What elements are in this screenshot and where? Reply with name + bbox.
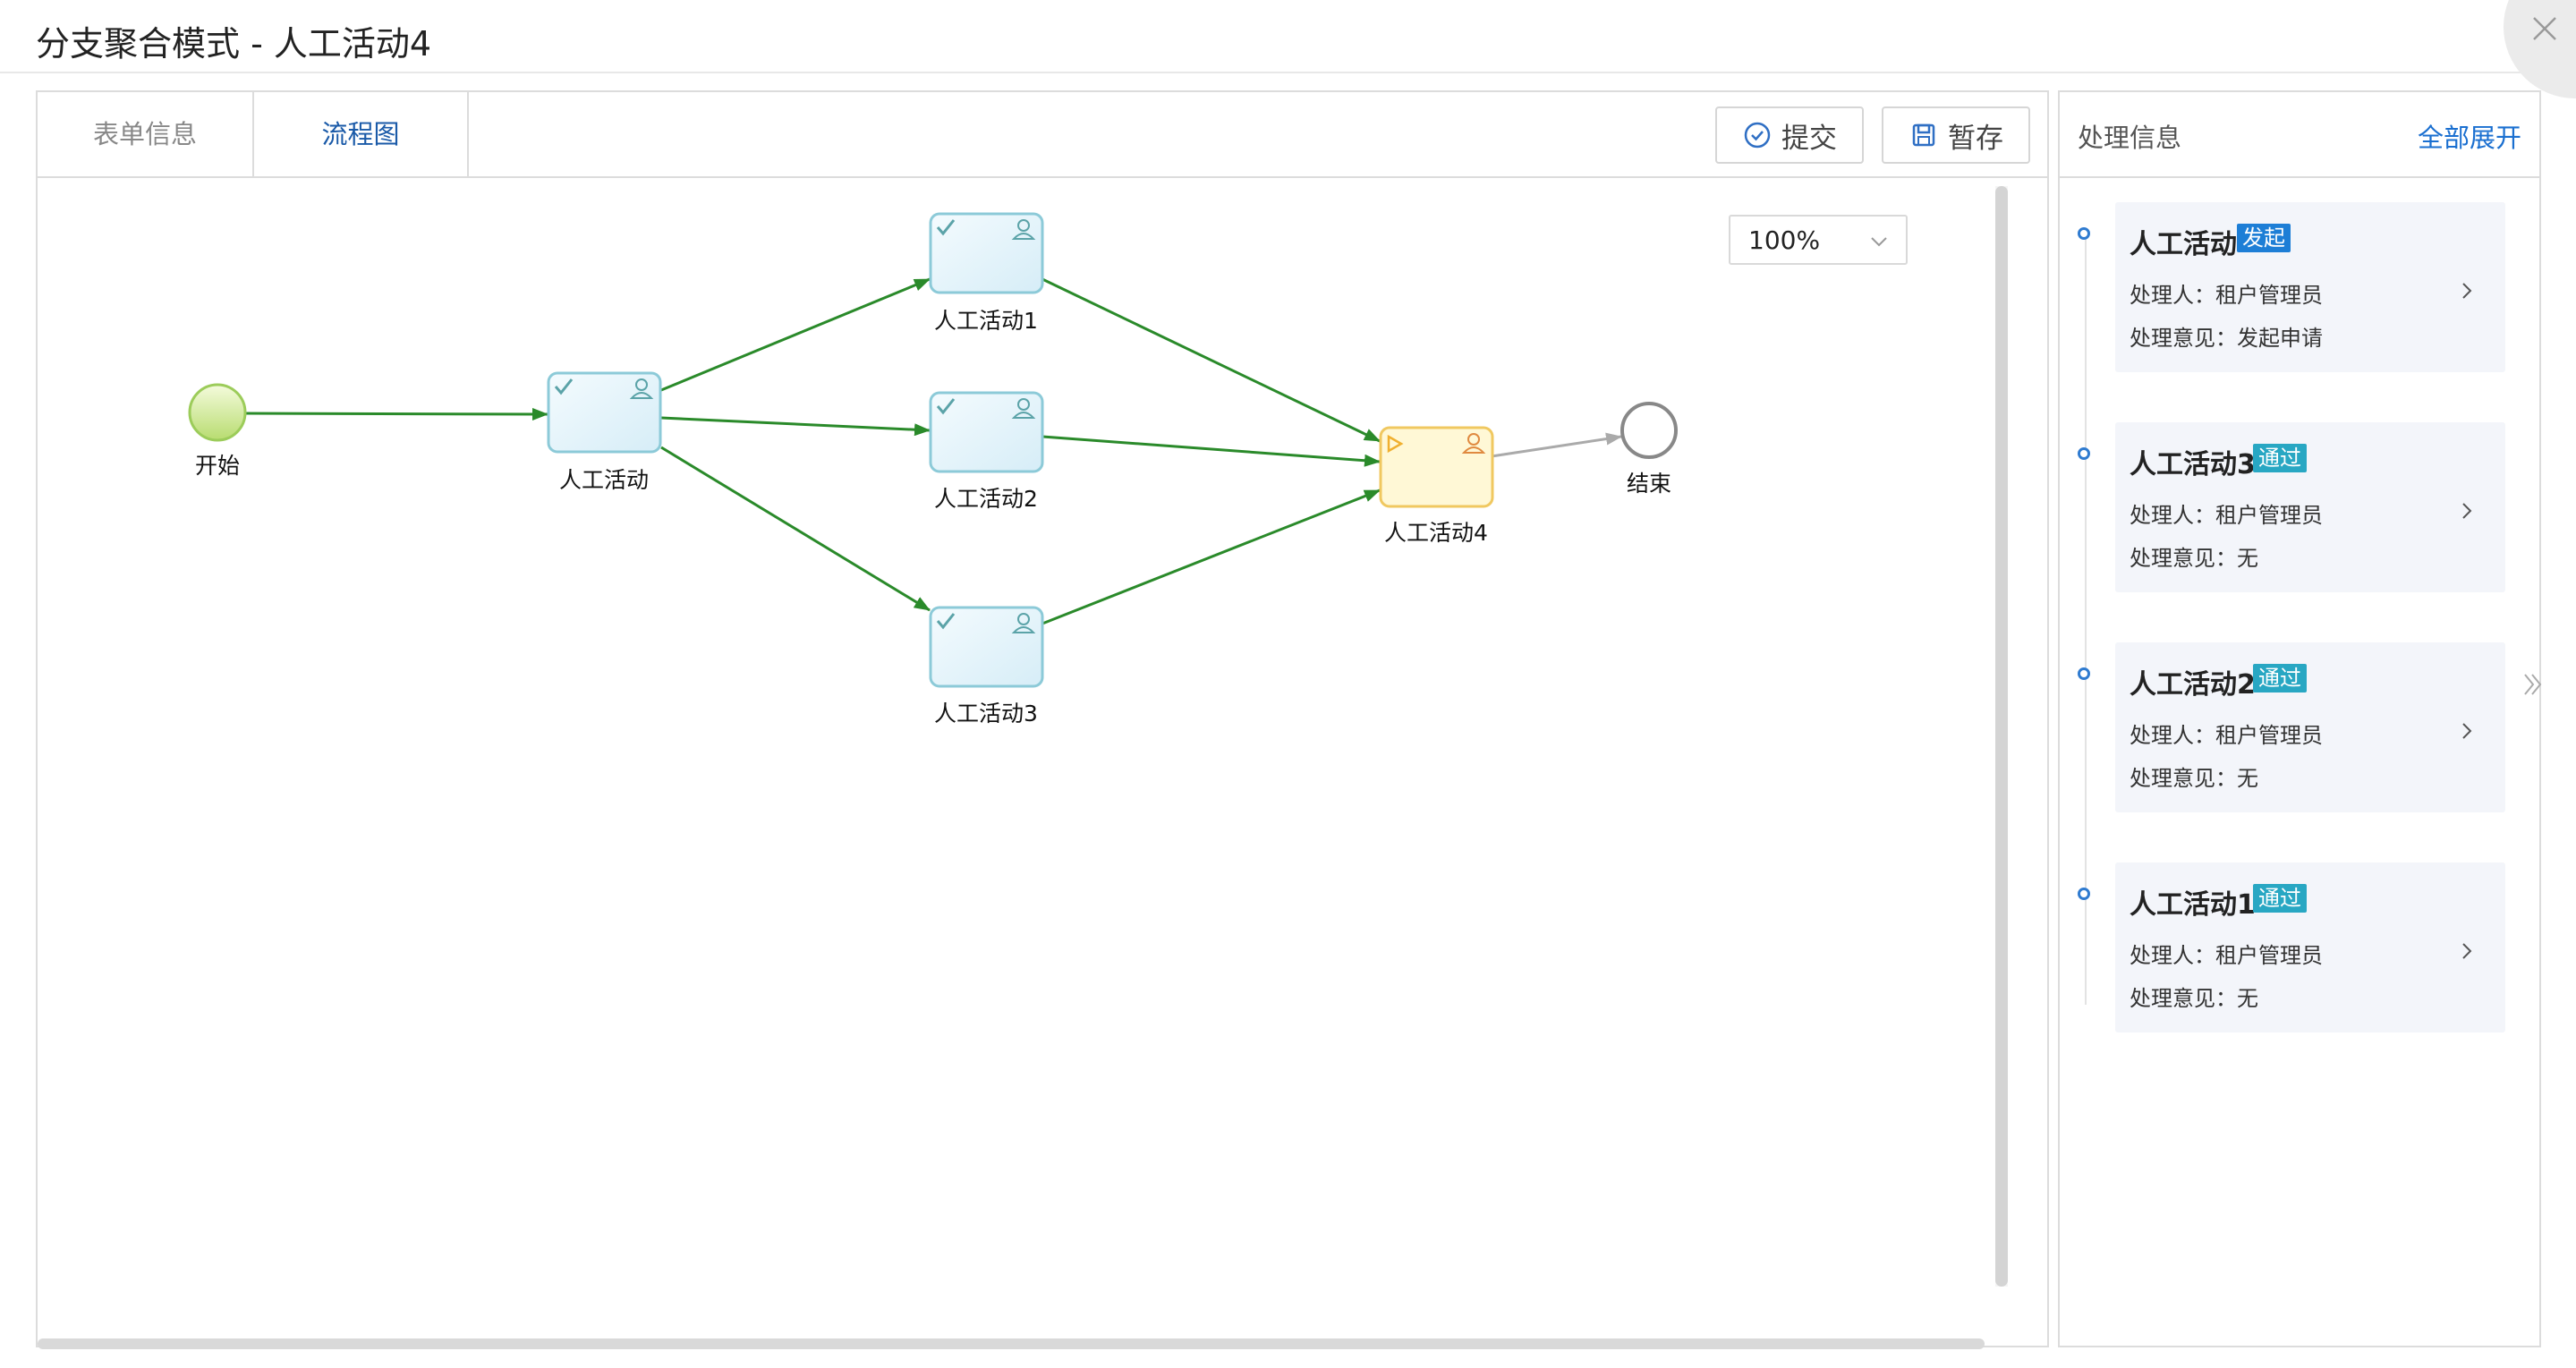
- card-title: 人工活动: [2130, 229, 2237, 260]
- flow-edge-a3-a4: [1041, 489, 1381, 625]
- tab-flow-chart[interactable]: 流程图: [254, 92, 469, 176]
- tab-bar: 表单信息 流程图 提交 暂存: [38, 92, 2047, 178]
- timeline-dot: [2078, 227, 2090, 240]
- card-opinion: 处理意见：无: [2130, 766, 2258, 791]
- expand-all-link[interactable]: 全部展开: [2417, 123, 2521, 153]
- save-label: 暂存: [1948, 122, 2003, 155]
- flow-edge-a0-a1: [660, 277, 931, 392]
- chevron-right-icon[interactable]: [2457, 501, 2477, 521]
- status-badge: 通过: [2253, 444, 2307, 472]
- horizontal-scrollbar[interactable]: [38, 1338, 1985, 1349]
- flow-label-start: 开始: [195, 453, 240, 479]
- side-title: 处理信息: [2078, 123, 2182, 153]
- dialog-title: 分支聚合模式 - 人工活动4: [36, 24, 432, 64]
- status-badge: 发起: [2237, 224, 2291, 252]
- user-icon: [1011, 398, 1036, 419]
- flow-edge-a2-a4: [1041, 435, 1381, 467]
- close-icon[interactable]: [2525, 9, 2564, 48]
- card-handler: 处理人：租户管理员: [2130, 283, 2323, 308]
- submit-button[interactable]: 提交: [1715, 106, 1864, 164]
- flow-edge-a1-a4: [1041, 277, 1381, 443]
- user-icon: [1011, 613, 1036, 633]
- flow-edge-a4-end: [1491, 432, 1622, 458]
- flow-node-a0[interactable]: [547, 371, 662, 454]
- check-icon: [936, 613, 956, 630]
- side-header: 处理信息 全部展开: [2060, 92, 2539, 178]
- card-title: 人工活动3: [2130, 449, 2256, 480]
- play-icon: [1387, 434, 1404, 454]
- user-icon: [1461, 433, 1486, 454]
- flow-edge-a0-a3: [660, 446, 931, 612]
- tab-form-info[interactable]: 表单信息: [38, 92, 254, 176]
- flow-node-a4-current[interactable]: [1379, 426, 1494, 508]
- user-icon: [629, 378, 654, 399]
- flow-label-end: 结束: [1627, 471, 1671, 497]
- card-title: 人工活动2: [2130, 669, 2256, 701]
- submit-label: 提交: [1781, 122, 1837, 155]
- status-badge: 通过: [2253, 664, 2307, 692]
- flow-label-a2: 人工活动2: [934, 486, 1038, 512]
- save-icon: [1912, 123, 1935, 147]
- chevron-right-icon[interactable]: [2457, 721, 2477, 741]
- card-handler: 处理人：租户管理员: [2130, 723, 2323, 748]
- flow-label-a1: 人工活动1: [934, 308, 1038, 334]
- card-opinion: 处理意见：无: [2130, 986, 2258, 1011]
- history-card: 人工活动2 通过 处理人：租户管理员 处理意见：无: [2115, 642, 2505, 812]
- card-opinion: 处理意见：发起申请: [2130, 326, 2323, 351]
- history-card: 人工活动3 通过 处理人：租户管理员 处理意见：无: [2115, 422, 2505, 592]
- timeline-line: [2085, 235, 2087, 1005]
- timeline-dot: [2078, 447, 2090, 460]
- timeline-dot: [2078, 667, 2090, 680]
- card-opinion: 处理意见：无: [2130, 546, 2258, 571]
- card-handler: 处理人：租户管理员: [2130, 943, 2323, 968]
- flow-node-a1[interactable]: [929, 212, 1044, 294]
- flow-label-a0: 人工活动: [559, 467, 649, 493]
- zoom-value: 100%: [1748, 225, 1821, 255]
- flow-label-a4: 人工活动4: [1384, 520, 1488, 546]
- flow-node-a3[interactable]: [929, 606, 1044, 688]
- check-icon: [936, 398, 956, 415]
- user-icon: [1011, 219, 1036, 240]
- flow-edge-start-a0: [244, 407, 548, 421]
- card-handler: 处理人：租户管理员: [2130, 503, 2323, 528]
- chevron-down-icon: [1871, 237, 1887, 247]
- flow-edge-a0-a2: [660, 416, 931, 437]
- status-badge: 通过: [2253, 884, 2307, 913]
- flow-panel: 表单信息 流程图 提交 暂存: [36, 90, 2049, 1349]
- card-title: 人工活动1: [2130, 889, 2256, 921]
- save-draft-button[interactable]: 暂存: [1882, 106, 2030, 164]
- chevron-right-icon[interactable]: [2457, 941, 2477, 961]
- check-icon: [554, 378, 574, 395]
- flow-canvas: 开始 人工活动 人工活动1: [188, 212, 1678, 726]
- check-icon: [936, 219, 956, 236]
- flow-node-a2[interactable]: [929, 391, 1044, 473]
- flow-node-end[interactable]: [1620, 402, 1678, 459]
- collapse-panel-icon[interactable]: [2520, 671, 2546, 698]
- vertical-scrollbar[interactable]: [1995, 186, 2008, 1287]
- history-card: 人工活动 发起 处理人：租户管理员 处理意见：发起申请: [2115, 202, 2505, 372]
- check-circle-icon: [1744, 122, 1771, 149]
- flow-label-a3: 人工活动3: [934, 701, 1038, 726]
- chevron-right-icon[interactable]: [2457, 281, 2477, 301]
- timeline-dot: [2078, 888, 2090, 900]
- flow-node-start[interactable]: [188, 383, 247, 442]
- zoom-select[interactable]: 100%: [1729, 215, 1908, 265]
- history-card: 人工活动1 通过 处理人：租户管理员 处理意见：无: [2115, 862, 2505, 1032]
- dialog-header: 分支聚合模式 - 人工活动4: [0, 0, 2576, 73]
- process-info-panel: 处理信息 全部展开 人工活动 发起 处理人：租户管理员 处理意见：发起申请 人工…: [2058, 90, 2541, 1347]
